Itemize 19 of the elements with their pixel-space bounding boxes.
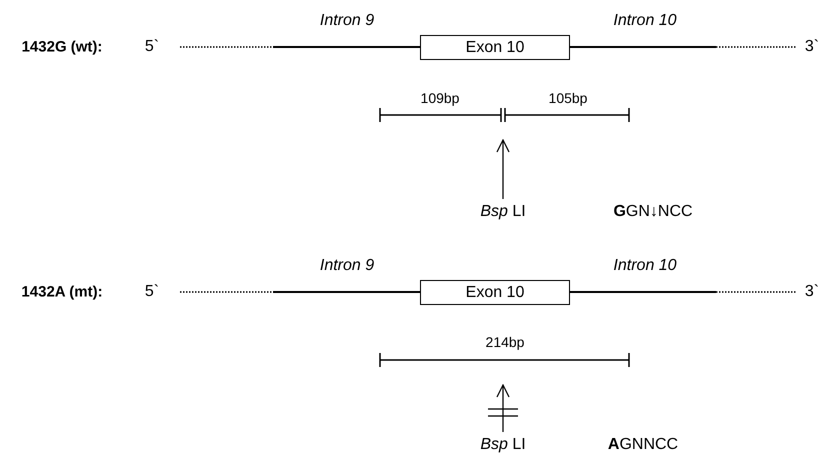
fragment-size: 214bp — [486, 335, 524, 349]
end-label: 3` — [804, 39, 820, 55]
intron-label: Intron 10 — [613, 258, 677, 274]
end-label: 5` — [144, 284, 160, 300]
sample-label: 1432G (wt): — [22, 40, 102, 54]
enzyme-label: Bsp LI — [468, 202, 538, 222]
recognition-sequence: AGNNCC — [608, 437, 678, 453]
fragment-size: 109bp — [420, 91, 460, 105]
exon-box: Exon 10 — [420, 280, 570, 305]
end-label: 3` — [804, 284, 820, 300]
fragment-size: 105bp — [548, 91, 588, 105]
exon-box: Exon 10 — [420, 35, 570, 60]
recognition-sequence: GGN↓NCC — [613, 204, 693, 220]
enzyme-label: Bsp LI — [468, 435, 538, 454]
intron-label: Intron 9 — [320, 13, 374, 29]
sample-label: 1432A (mt): — [21, 284, 103, 300]
intron-label: Intron 10 — [613, 13, 677, 29]
end-label: 5` — [144, 39, 160, 55]
intron-label: Intron 9 — [320, 258, 374, 274]
